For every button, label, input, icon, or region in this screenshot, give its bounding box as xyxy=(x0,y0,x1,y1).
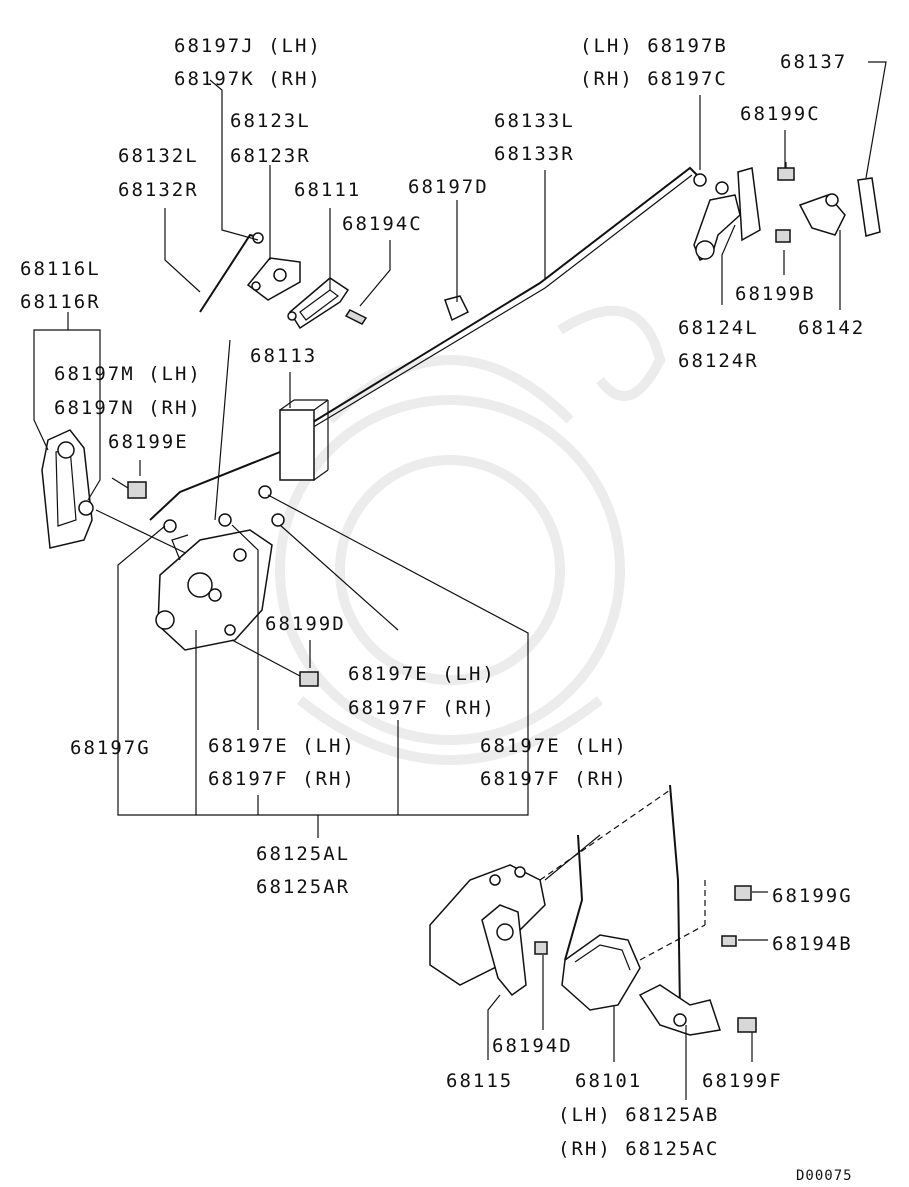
label-68101: 68101 xyxy=(575,1070,642,1092)
latch-linkage-68124 xyxy=(693,167,761,261)
diagram-code: D00075 xyxy=(796,1168,853,1184)
label-68124l: 68124L xyxy=(678,317,759,339)
label-68197e-left: 68197E (LH) xyxy=(208,735,356,757)
label-68194b: 68194B xyxy=(772,933,853,955)
label-68199f: 68199F xyxy=(702,1070,783,1092)
label-68197f-left: 68197F (RH) xyxy=(208,768,356,790)
label-68197d: 68197D xyxy=(408,176,489,198)
bolt-68199b xyxy=(775,229,791,243)
label-68111: 68111 xyxy=(294,179,361,201)
dash-line-1 xyxy=(639,924,706,961)
lock-rod-68133 xyxy=(299,166,701,436)
screw-68194c xyxy=(344,309,368,325)
label-68197g: 68197G xyxy=(70,737,151,759)
dash-line-2 xyxy=(539,789,671,881)
rod-68113-lower xyxy=(149,451,281,521)
label-68197j: 68197J (LH) xyxy=(174,35,322,57)
actuator-68115 xyxy=(481,904,527,997)
label-68116r: 68116R xyxy=(20,291,101,313)
clip-68197m xyxy=(78,500,94,516)
bolt-68199d xyxy=(231,639,319,687)
label-68125ar: 68125AR xyxy=(256,876,350,898)
label-68133r: 68133R xyxy=(494,143,575,165)
label-68197k: 68197K (RH) xyxy=(174,68,322,90)
label-68133l: 68133L xyxy=(494,110,575,132)
rods-lower xyxy=(544,784,681,1011)
label-68199b: 68199B xyxy=(735,283,816,305)
label-68137: 68137 xyxy=(780,51,847,73)
label-68132l: 68132L xyxy=(118,145,199,167)
label-68123l: 68123L xyxy=(230,110,311,132)
plate-68137 xyxy=(857,177,881,237)
label-68199g: 68199G xyxy=(772,885,853,907)
handle-bracket-68123 xyxy=(246,232,301,301)
inside-handle-68111 xyxy=(287,277,350,330)
label-68197f-right: 68197F (RH) xyxy=(480,768,628,790)
striker-68142 xyxy=(798,193,846,236)
label-68197m: 68197M (LH) xyxy=(54,363,202,385)
screw-68194d xyxy=(534,941,548,955)
rod-clip-68113 xyxy=(279,399,329,481)
bolt-68199g xyxy=(734,885,752,901)
label-68199d: 68199D xyxy=(265,613,346,635)
label-68113: 68113 xyxy=(250,345,317,367)
bolt-68199c xyxy=(777,162,795,181)
clip-68197d xyxy=(444,295,470,322)
screw-68194b xyxy=(721,935,737,947)
label-68197c: (RH) 68197C xyxy=(580,68,728,90)
label-68197n: 68197N (RH) xyxy=(54,397,202,419)
label-68199c: 68199C xyxy=(740,103,821,125)
label-68115: 68115 xyxy=(446,1070,513,1092)
bolt-68199f xyxy=(737,1017,757,1033)
label-68194c: 68194C xyxy=(342,213,423,235)
label-68194d: 68194D xyxy=(492,1035,573,1057)
label-68132r: 68132R xyxy=(118,179,199,201)
bolt-68199e xyxy=(111,477,147,499)
actuator-68101 xyxy=(561,934,641,1011)
label-68199e: 68199E xyxy=(108,431,189,453)
label-68125al: 68125AL xyxy=(256,843,350,865)
label-68125ab: (LH) 68125AB xyxy=(558,1104,719,1126)
outside-handle-68116 xyxy=(41,429,93,549)
label-68124r: 68124R xyxy=(678,350,759,372)
label-68123r: 68123R xyxy=(230,145,311,167)
leader-lines xyxy=(33,61,887,1100)
label-68197e-mid: 68197E (LH) xyxy=(348,663,496,685)
label-68197f-mid: 68197F (RH) xyxy=(348,697,496,719)
label-68142: 68142 xyxy=(798,317,865,339)
label-68116l: 68116L xyxy=(20,258,101,280)
watermark-emblem xyxy=(275,305,666,765)
rod-68132 xyxy=(199,233,263,313)
door-latch-68125a xyxy=(155,485,285,651)
label-68197e-right: 68197E (LH) xyxy=(480,735,628,757)
label-68125ac: (RH) 68125AC xyxy=(558,1138,719,1160)
bracket-68125ab xyxy=(638,984,721,1036)
label-68197b: (LH) 68197B xyxy=(580,35,728,57)
